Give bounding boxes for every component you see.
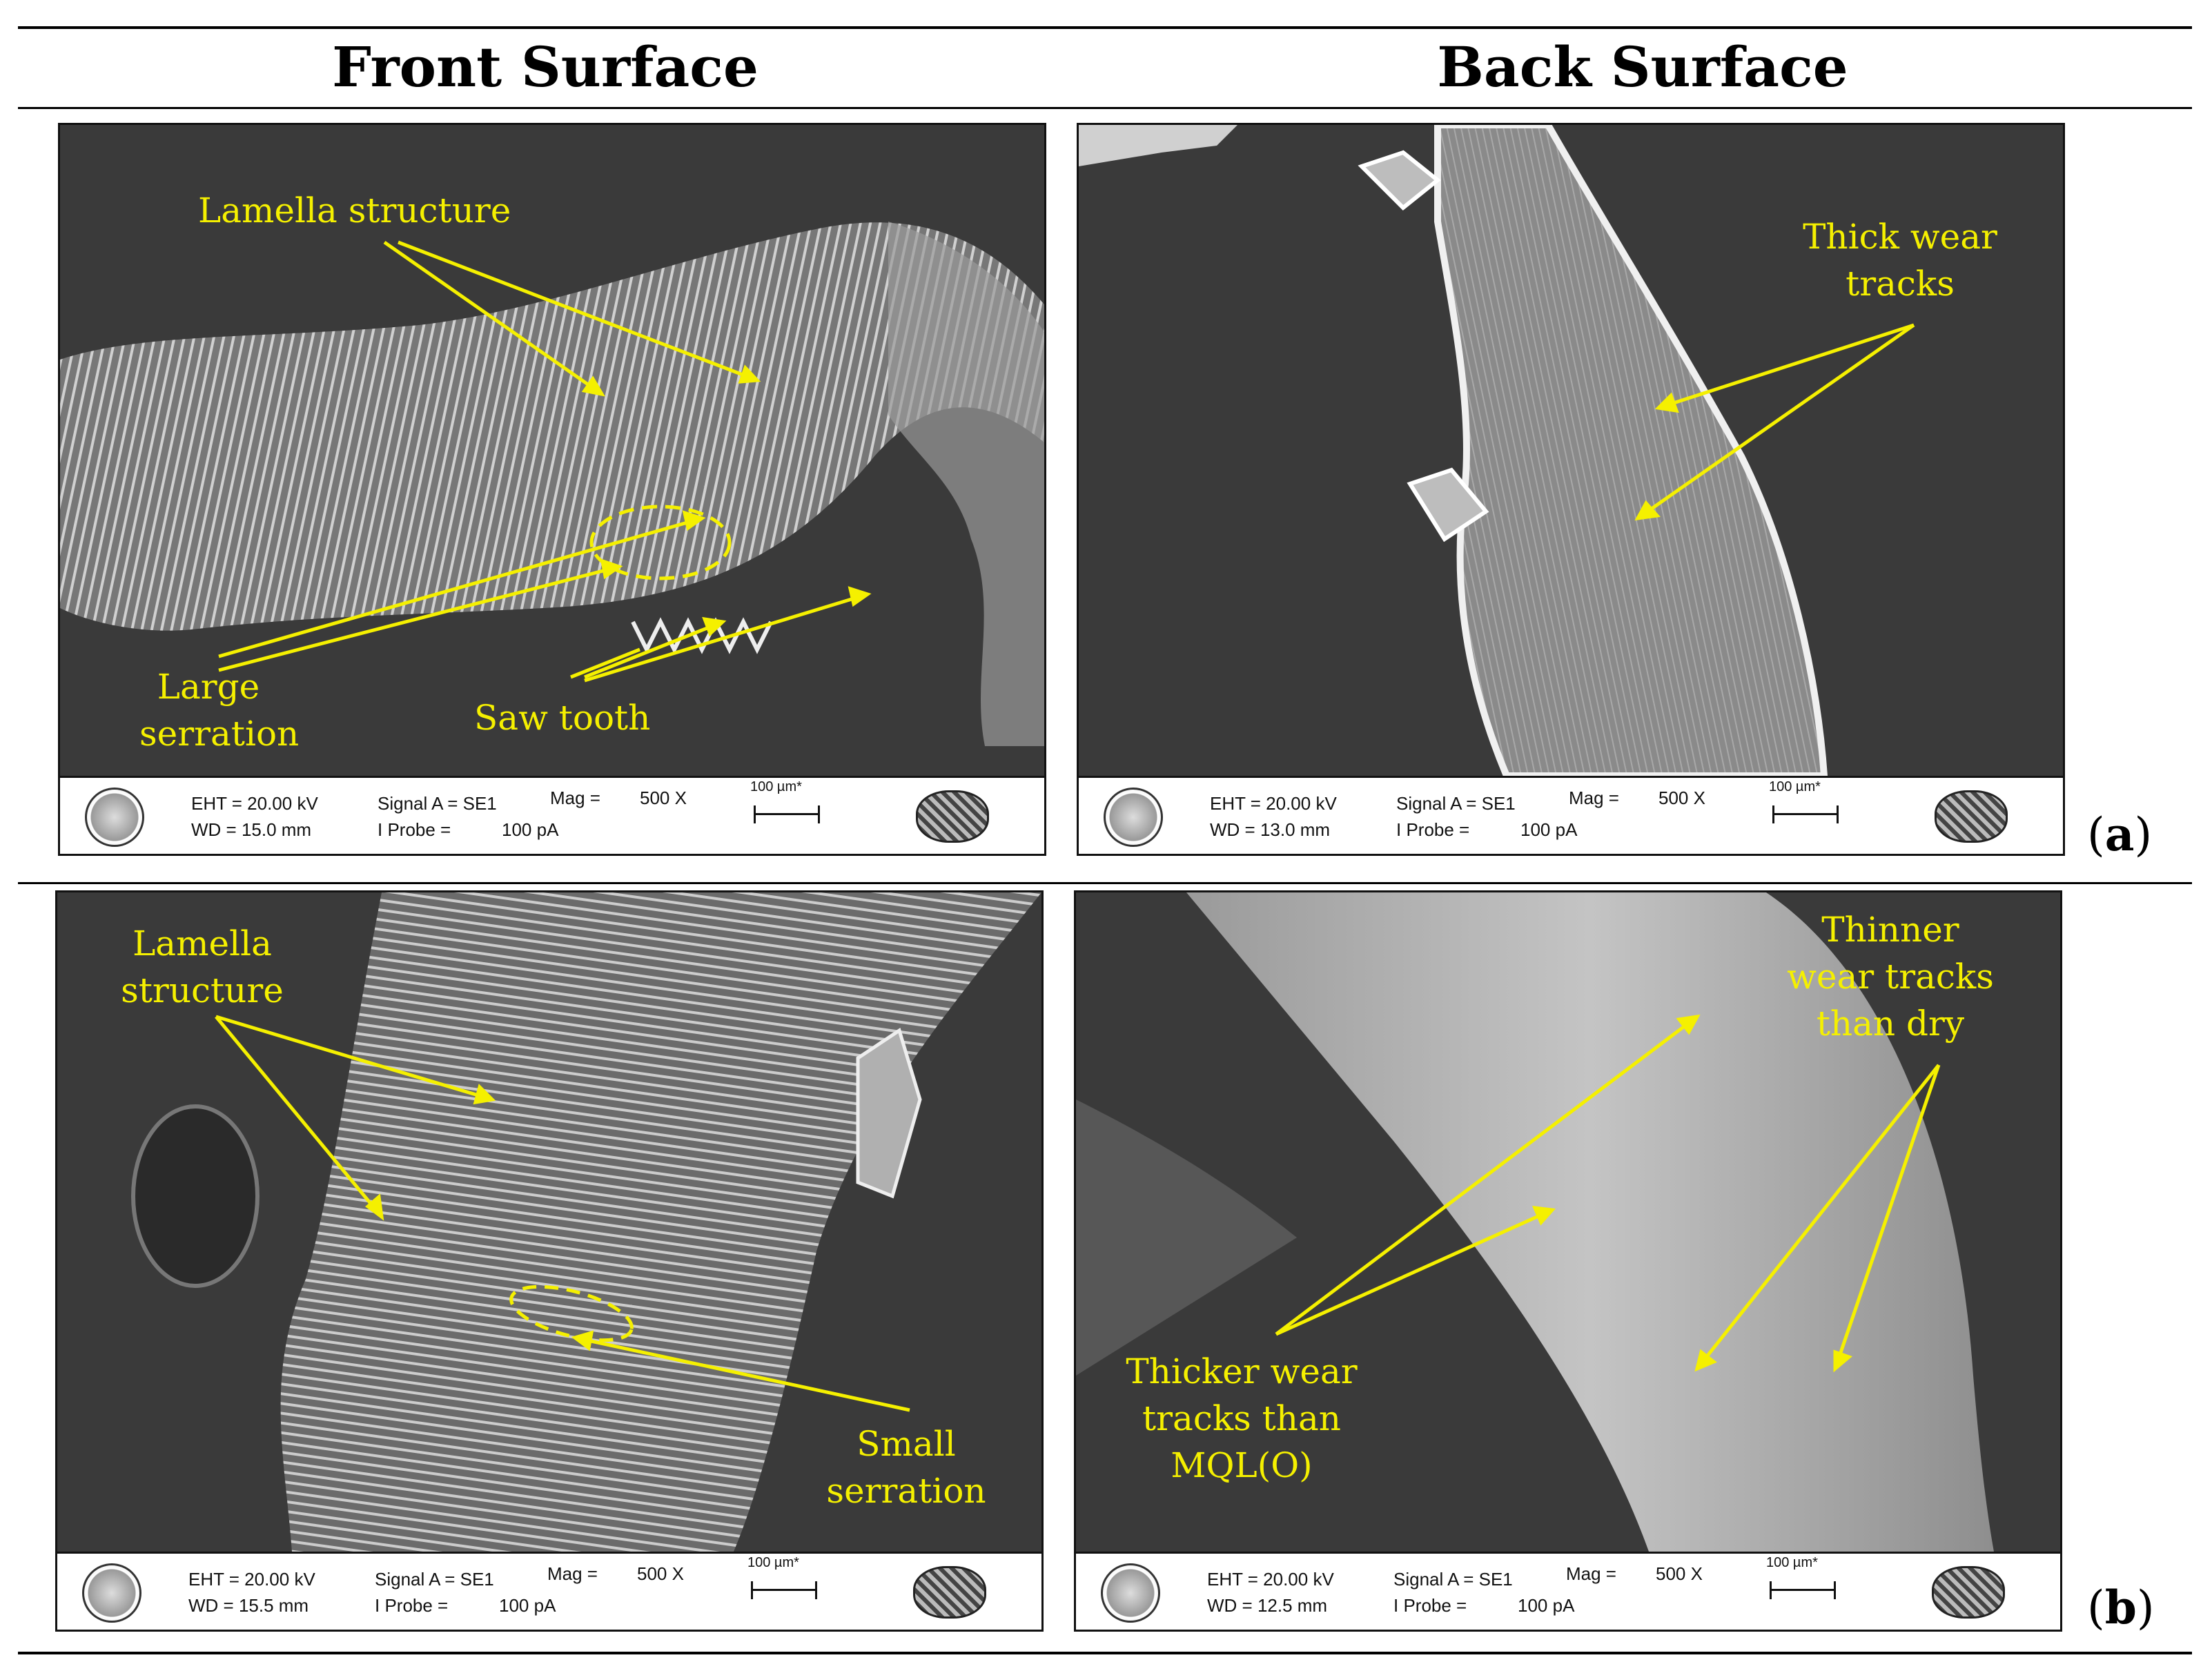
label-letter: a <box>2104 808 2135 861</box>
annotation-small-serration-line2: serration <box>826 1471 986 1511</box>
annotation-thicker-line2: tracks than <box>1142 1398 1341 1438</box>
sem-image-a-back: Thick wear tracks <box>1079 125 2063 776</box>
annotation-large-serration-line1: Large <box>157 667 260 707</box>
info-mag: Mag = <box>1569 788 1619 808</box>
label-paren-close: ) <box>2134 808 2153 861</box>
scale-bar <box>751 1581 817 1599</box>
sem-panel-a-back: Thick wear tracks EHT = 20.00 kV WD = 13… <box>1077 123 2065 856</box>
annotation-small-serration-line1: Small <box>857 1424 956 1464</box>
info-mag-value: 500 X <box>637 1563 684 1584</box>
info-probe-value: 100 pA <box>499 1595 556 1616</box>
annotation-thicker-line1: Thicker wear <box>1126 1351 1358 1391</box>
info-probe-value: 100 pA <box>1518 1595 1575 1616</box>
sem-micrograph-b-front <box>131 892 1041 1552</box>
annotation-thicker-line3: MQL(O) <box>1171 1445 1313 1485</box>
info-signal: Signal A = SE1 <box>375 1569 494 1590</box>
back-surface-title: Back Surface <box>1437 35 1848 99</box>
university-seal-icon <box>85 788 144 847</box>
info-eht: EHT = 20.00 kV <box>1210 793 1337 814</box>
info-wd: WD = 12.5 mm <box>1207 1595 1328 1616</box>
label-paren-open: ( <box>2087 1581 2105 1634</box>
sem-infobar-b-back: EHT = 20.00 kV WD = 12.5 mm Signal A = S… <box>1076 1552 2060 1630</box>
info-mag-value: 500 X <box>640 788 687 808</box>
info-wd: WD = 15.5 mm <box>188 1595 309 1616</box>
sem-panel-b-back: Thinner wear tracks than dry Thicker wea… <box>1074 890 2062 1632</box>
annotation-thick-wear-tracks-line1: Thick wear <box>1803 217 1997 257</box>
info-signal: Signal A = SE1 <box>1396 793 1516 814</box>
info-wd: WD = 15.0 mm <box>191 819 312 840</box>
annotation-lamella-line1: Lamella <box>133 924 272 964</box>
header-rule <box>18 107 2192 109</box>
bottom-rule <box>18 1652 2192 1654</box>
info-probe: I Probe = <box>378 819 451 840</box>
info-mag-value: 500 X <box>1656 1563 1703 1584</box>
info-probe-value: 100 pA <box>502 819 559 840</box>
info-probe: I Probe = <box>1393 1595 1467 1616</box>
panel-label-b: (b) <box>2087 1581 2155 1634</box>
turtle-logo-icon <box>916 790 989 843</box>
info-probe: I Probe = <box>1396 819 1470 840</box>
info-scale-label: 100 µm* <box>1769 779 1821 794</box>
info-probe: I Probe = <box>375 1595 449 1616</box>
label-letter: b <box>2104 1581 2137 1634</box>
scale-bar <box>1770 1581 1836 1599</box>
info-mag: Mag = <box>550 788 600 808</box>
turtle-logo-icon <box>1932 1566 2005 1619</box>
annotation-thinner-line1: Thinner <box>1821 910 1959 950</box>
sem-micrograph-a-back <box>1079 125 1915 776</box>
info-signal: Signal A = SE1 <box>1393 1569 1513 1590</box>
annotation-thinner-line3: than dry <box>1816 1004 1965 1044</box>
annotation-large-serration-line2: serration <box>139 714 300 754</box>
annotation-lamella-structure: Lamella structure <box>198 190 511 231</box>
sem-panel-b-front: Lamella structure Small serration EHT = … <box>55 890 1044 1632</box>
sem-image-a-front: Lamella structure Large serration Saw to… <box>60 125 1044 776</box>
annotation-saw-tooth: Saw tooth <box>474 698 651 738</box>
sem-infobar-b-front: EHT = 20.00 kV WD = 15.5 mm Signal A = S… <box>57 1552 1041 1630</box>
info-wd: WD = 13.0 mm <box>1210 819 1331 840</box>
sem-micrograph-a-front <box>60 222 1044 746</box>
info-scale-label: 100 µm* <box>747 1555 799 1570</box>
annotation-thick-wear-tracks-line2: tracks <box>1846 264 1955 304</box>
info-eht: EHT = 20.00 kV <box>188 1569 315 1590</box>
university-seal-icon <box>1104 788 1163 847</box>
turtle-logo-icon <box>913 1566 986 1619</box>
info-mag: Mag = <box>547 1563 598 1584</box>
scale-bar <box>1772 805 1839 823</box>
label-paren-open: ( <box>2087 808 2105 861</box>
info-eht: EHT = 20.00 kV <box>191 793 318 814</box>
top-rule <box>18 26 2192 29</box>
info-signal: Signal A = SE1 <box>378 793 497 814</box>
info-eht: EHT = 20.00 kV <box>1207 1569 1334 1590</box>
label-paren-close: ) <box>2136 1581 2155 1634</box>
info-mag: Mag = <box>1566 1563 1616 1584</box>
sem-infobar-a-front: EHT = 20.00 kV WD = 15.0 mm Signal A = S… <box>60 776 1044 854</box>
sem-image-b-back: Thinner wear tracks than dry Thicker wea… <box>1076 892 2060 1552</box>
sem-panel-a-front: Lamella structure Large serration Saw to… <box>58 123 1046 856</box>
info-probe-value: 100 pA <box>1520 819 1578 840</box>
sem-image-b-front: Lamella structure Small serration <box>57 892 1041 1552</box>
annotation-lamella-line2: structure <box>121 970 284 1010</box>
sem-infobar-a-back: EHT = 20.00 kV WD = 13.0 mm Signal A = S… <box>1079 776 2063 854</box>
info-scale-label: 100 µm* <box>750 779 802 794</box>
university-seal-icon <box>82 1563 141 1623</box>
info-scale-label: 100 µm* <box>1766 1555 1818 1570</box>
panel-label-a: (a) <box>2087 808 2152 861</box>
middle-rule <box>18 882 2192 884</box>
annotation-thinner-line2: wear tracks <box>1787 957 1994 997</box>
info-mag-value: 500 X <box>1658 788 1705 808</box>
turtle-logo-icon <box>1935 790 2008 843</box>
university-seal-icon <box>1101 1563 1160 1623</box>
sem-micrograph-b-back <box>1076 892 1994 1552</box>
front-surface-title: Front Surface <box>332 35 758 99</box>
scale-bar <box>754 805 820 823</box>
